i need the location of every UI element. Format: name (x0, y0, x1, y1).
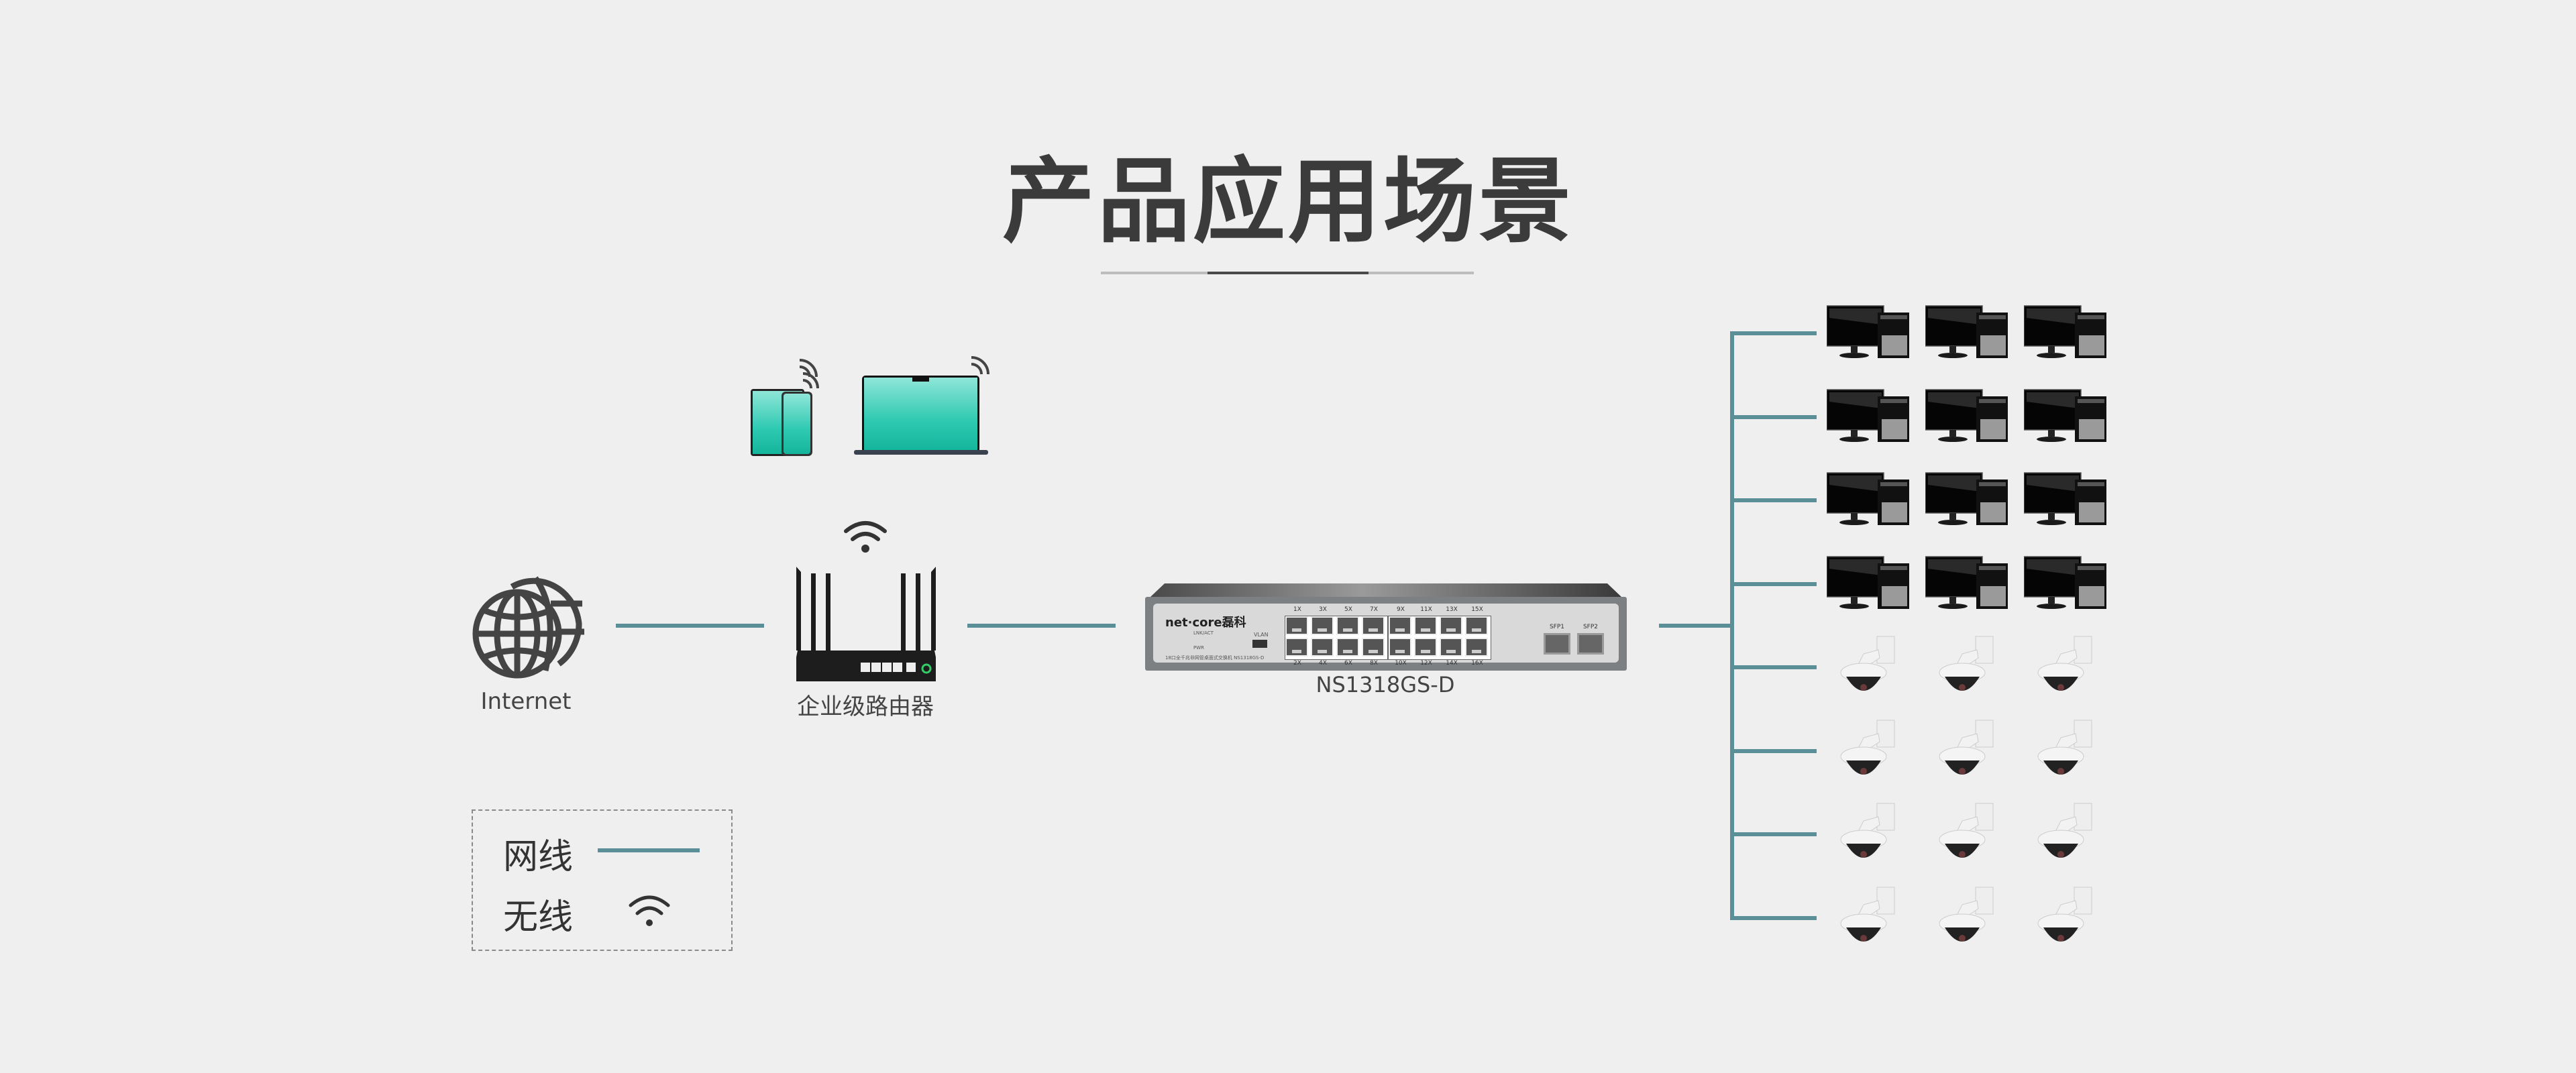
page-title: 产品应用场景 (1002, 148, 1574, 256)
port-label: 14X (1446, 660, 1458, 667)
led-label-lnk: LNK/ACT (1193, 630, 1214, 636)
vlan-switch[interactable] (1252, 640, 1267, 648)
rj45-port (1336, 616, 1359, 635)
rj45-port (1465, 616, 1488, 635)
switch-label: NS1318GS-D (1316, 672, 1455, 697)
rj45-port (1311, 638, 1334, 657)
camera-icon (2035, 719, 2096, 789)
rj45-port (1362, 638, 1385, 657)
rj45-port (1414, 616, 1437, 635)
port-label: 2X (1293, 660, 1301, 667)
wire-router-switch (967, 624, 1116, 628)
rj45-port (1311, 616, 1334, 635)
vlan-label: VLAN (1254, 632, 1269, 638)
computer-icon (2023, 555, 2106, 612)
computer-icon (1925, 304, 2008, 361)
switch-logo: net·core磊科 (1165, 616, 1246, 630)
rj45-port (1389, 638, 1411, 657)
wire-branch (1730, 498, 1817, 502)
camera-icon (1838, 886, 1898, 956)
port-label: 8X (1370, 660, 1378, 667)
camera-icon (2035, 886, 2096, 956)
rj45-port (1285, 638, 1308, 657)
computer-icon (2023, 304, 2106, 361)
rj45-port (1440, 638, 1462, 657)
sfp-label: SFP1 (1549, 624, 1565, 630)
wire-branch (1730, 748, 1817, 753)
camera-icon (1937, 886, 1997, 956)
computer-icon (1925, 388, 2008, 445)
port-label: 9X (1397, 606, 1405, 613)
sfp-label: SFP2 (1582, 624, 1599, 630)
camera-icon (1937, 635, 1997, 705)
port-label: 13X (1446, 606, 1458, 613)
computer-icon (2023, 388, 2106, 445)
wire-branch (1730, 665, 1817, 669)
port-label: 3X (1319, 606, 1327, 613)
wire-branch (1730, 331, 1817, 335)
port-label: 16X (1471, 660, 1483, 667)
legend-wire-line (598, 848, 700, 852)
port-label: 7X (1370, 606, 1378, 613)
camera-icon (2035, 802, 2096, 872)
laptop-icon (854, 356, 989, 455)
port-label: 12X (1420, 660, 1432, 667)
rj45-port (1414, 638, 1437, 657)
port-label: 6X (1344, 660, 1352, 667)
computer-icon (1826, 555, 1909, 612)
wire-internet-router (616, 624, 764, 628)
camera-icon (1937, 802, 1997, 872)
wire-branch (1730, 832, 1817, 836)
legend-wifi-icon (629, 895, 670, 926)
port-label: 5X (1344, 606, 1352, 613)
wire-bus (1730, 331, 1734, 917)
rj45-port (1336, 638, 1359, 657)
computer-icon (1826, 304, 1909, 361)
computer-icon (2023, 471, 2106, 528)
wire-branch (1730, 581, 1817, 586)
port-label: 15X (1471, 606, 1483, 613)
wire-branch (1730, 915, 1817, 920)
rj45-port (1440, 616, 1462, 635)
wire-switch-bus (1659, 624, 1732, 628)
computer-icon (1925, 555, 2008, 612)
camera-icon (1838, 635, 1898, 705)
rj45-port (1465, 638, 1488, 657)
wifi-icon (844, 521, 887, 553)
globe-icon (472, 576, 584, 679)
port-label: 1X (1293, 606, 1301, 613)
led-label-pwr: PWR (1193, 645, 1205, 651)
rj45-port (1285, 616, 1308, 635)
computer-icon (1925, 471, 2008, 528)
legend-wireless-label: 无线 (503, 897, 574, 938)
computer-icon (1826, 471, 1909, 528)
tablet-phone-icon (751, 359, 819, 456)
title-divider (1101, 272, 1474, 274)
sfp-port (1544, 633, 1570, 655)
camera-icon (1937, 719, 1997, 789)
router-image (796, 567, 936, 681)
camera-icon (1838, 719, 1898, 789)
router-label: 企业级路由器 (797, 693, 934, 720)
camera-icon (1838, 802, 1898, 872)
computer-icon (1826, 388, 1909, 445)
switch-image: net·core磊科 LNK/ACT PWR VLAN 18口全千兆非网管桌面式… (1145, 583, 1627, 671)
wire-branch (1730, 414, 1817, 419)
port-label: 4X (1319, 660, 1327, 667)
switch-desc: 18口全千兆非网管桌面式交换机 NS1318GS-D (1165, 655, 1265, 661)
legend (472, 809, 733, 951)
legend-wired-label: 网线 (503, 837, 574, 877)
internet-label: Internet (480, 688, 572, 715)
rj45-port (1362, 616, 1385, 635)
camera-icon (2035, 635, 2096, 705)
port-label: 10X (1395, 660, 1407, 667)
rj45-port (1389, 616, 1411, 635)
sfp-port (1577, 633, 1604, 655)
port-label: 11X (1420, 606, 1432, 613)
